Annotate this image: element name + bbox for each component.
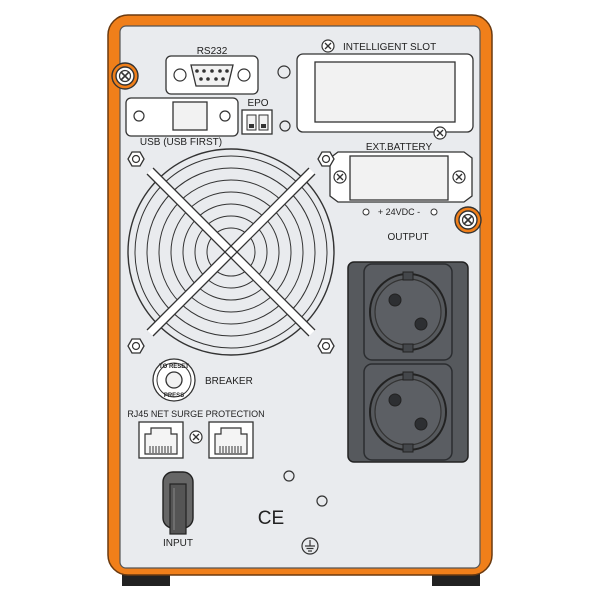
fan-screw-bottom-left	[127, 338, 145, 354]
usb-port[interactable]	[125, 97, 239, 137]
panel-hole	[316, 495, 328, 507]
intelligent-slot-cover[interactable]	[296, 53, 474, 133]
input-label: INPUT	[163, 538, 193, 549]
intelligent-slot-label: INTELLIGENT SLOT	[343, 42, 436, 53]
ext-battery-screw-right	[452, 170, 466, 184]
power-cord-icon[interactable]	[162, 471, 194, 535]
breaker-label: BREAKER	[205, 376, 253, 387]
epo-screw-hole	[279, 120, 291, 132]
ext-battery-label: EXT.BATTERY	[366, 142, 433, 153]
breaker-knob-top-text: TO RESET	[159, 364, 189, 370]
ext-battery-screw-left	[333, 170, 347, 184]
dc-terminal-right	[430, 208, 438, 216]
breaker-knob-bottom-text: PRESS	[164, 393, 184, 399]
panel-hole	[283, 470, 295, 482]
fan-grille-icon	[127, 148, 335, 356]
rs232-port[interactable]	[165, 55, 259, 95]
fan-screw-top-right	[317, 151, 335, 167]
usb-label: USB (USB FIRST)	[140, 137, 222, 148]
ce-mark-icon: CE	[258, 508, 284, 529]
dc-terminal-left	[362, 208, 370, 216]
rj45-port-icon[interactable]	[208, 421, 254, 459]
epo-label: EPO	[247, 98, 268, 109]
frame-screw-right	[454, 206, 482, 234]
fan-screw-bottom-right	[317, 338, 335, 354]
schuko-socket-icon[interactable]	[363, 263, 453, 361]
dc-voltage-label: + 24VDC -	[378, 207, 420, 217]
schuko-socket-icon[interactable]	[363, 363, 453, 461]
rs232-label: RS232	[197, 46, 228, 57]
ext-battery-connector[interactable]	[329, 151, 473, 203]
intelligent-slot-screw	[321, 39, 335, 53]
breaker-button[interactable]	[152, 358, 196, 402]
output-label: OUTPUT	[387, 232, 428, 243]
fan-screw-top-left	[127, 151, 145, 167]
frame-screw-left	[111, 62, 139, 90]
epo-connector[interactable]	[241, 109, 273, 135]
rj45-screw	[189, 430, 203, 444]
rj45-port-icon[interactable]	[138, 421, 184, 459]
intelligent-slot-screw-bottom	[433, 126, 447, 140]
rs232-screw-hole	[277, 65, 291, 79]
rj45-label: RJ45 NET SURGE PROTECTION	[127, 409, 264, 419]
ground-symbol-icon	[301, 537, 319, 555]
